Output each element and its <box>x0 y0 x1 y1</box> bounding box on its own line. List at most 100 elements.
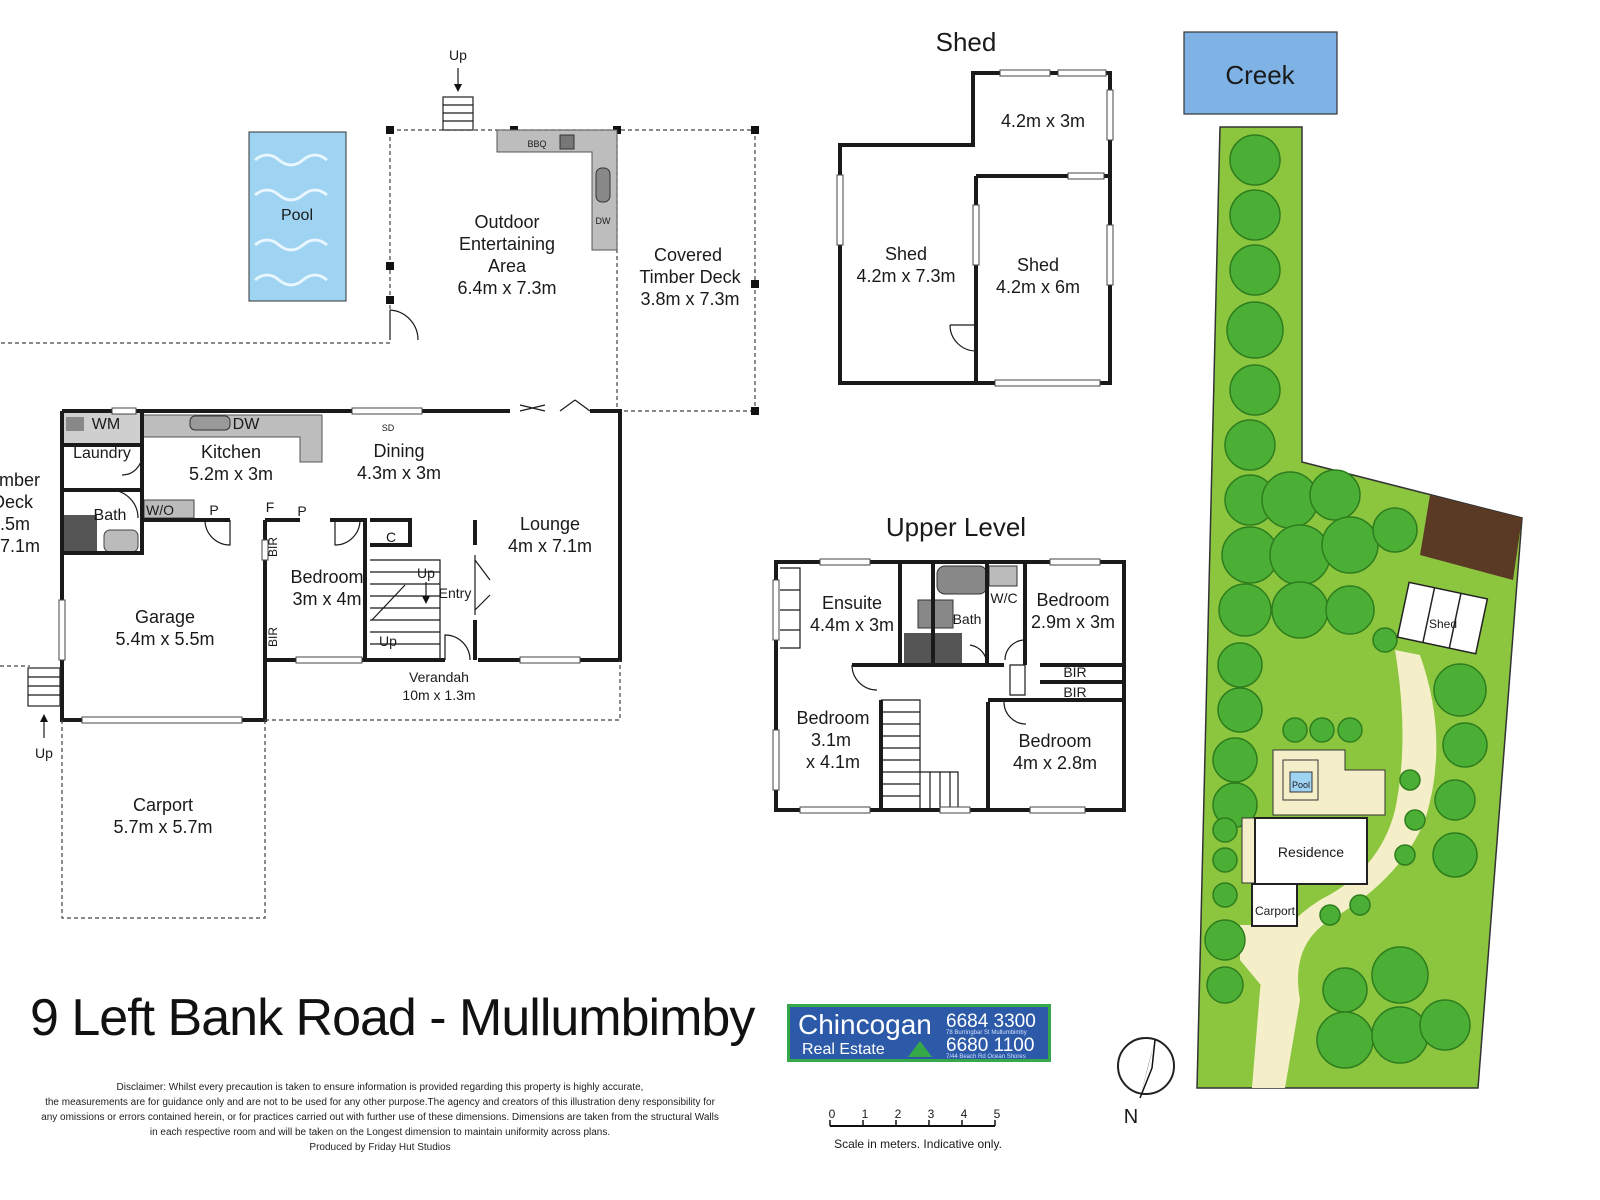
scale-caption: Scale in meters. Indicative only. <box>834 1137 1002 1151</box>
bir-label-1: BIR <box>266 537 280 557</box>
timber-deck-label-3: .5m <box>0 514 30 534</box>
agency-address-1: 78 Burringbar St Mullumbimby <box>946 1030 1027 1036</box>
site-residence <box>1254 817 1368 885</box>
garage-label: Garage <box>135 607 195 627</box>
lounge-dim: 4m x 7.1m <box>508 536 592 556</box>
pantry-label-1: P <box>209 502 218 518</box>
outdoor-area: Pool Up BBQ DW Outdoor Entertaining Area… <box>0 47 759 415</box>
disclaimer: Disclaimer: Whilst every precaution is t… <box>20 1080 740 1155</box>
up-label-left: Up <box>35 745 53 761</box>
shed-plan: Shed 4.2m x 3m Shed 4.2m x 7.3m Shed 4.2… <box>836 27 1114 387</box>
agency-address-2: 7/44 Beach Rd Ocean Shores <box>946 1054 1026 1060</box>
upper-bed2-dim-1: 3.1m <box>811 730 851 750</box>
upper-bed2-dim-2: x 4.1m <box>806 752 860 772</box>
carport-label: Carport <box>133 795 193 815</box>
laundry-label: Laundry <box>73 445 131 462</box>
timber-deck-label-2: Deck <box>0 492 34 512</box>
covered-deck-label-2: Timber Deck <box>639 267 741 287</box>
shed-heading: Shed <box>936 27 997 57</box>
lounge-label: Lounge <box>520 514 580 534</box>
upper-bed1-dim: 2.9m x 3m <box>1031 612 1115 632</box>
timber-deck-label-4: 7.1m <box>0 536 40 556</box>
wc-label: W/C <box>990 590 1017 606</box>
shed-room2-dim: 4.2m x 7.3m <box>856 266 955 286</box>
disclaimer-line: the measurements are for guidance only a… <box>45 1097 715 1108</box>
upper-bed3-dim: 4m x 2.8m <box>1013 753 1097 773</box>
shed-room1-dim: 4.2m x 3m <box>1001 111 1085 131</box>
dining-label: Dining <box>373 441 424 461</box>
disclaimer-credit: Produced by Friday Hut Studios <box>309 1142 451 1153</box>
up-label-stair: Up <box>417 565 435 581</box>
entry-label: Entry <box>439 585 472 601</box>
bbq-label: BBQ <box>527 139 546 149</box>
site-carport-label: Carport <box>1255 904 1296 918</box>
upper-bath-label: Bath <box>953 611 982 627</box>
upper-heading: Upper Level <box>886 512 1026 542</box>
agency-name: Chincogan <box>798 1009 932 1040</box>
ground-floor: WM DW Laundry Kitchen 5.2m x 3m SD Dinin… <box>0 399 622 919</box>
scale-bar: 0 1 2 3 4 5 Scale in meters. Indicative … <box>829 1107 1002 1151</box>
bir-label-2: BIR <box>266 627 280 647</box>
creek <box>1183 31 1338 115</box>
covered-deck-dim: 3.8m x 7.3m <box>640 289 739 309</box>
property-title: 9 Left Bank Road - Mullumbimby <box>30 989 755 1047</box>
scale-tick-4: 4 <box>961 1107 968 1121</box>
pool-label: Pool <box>281 207 313 224</box>
agency-logo: Chincogan Real Estate 6684 3300 78 Burri… <box>787 1004 1051 1062</box>
kitchen-dim: 5.2m x 3m <box>189 464 273 484</box>
scale-tick-2: 2 <box>895 1107 902 1121</box>
kitchen-dw-label: DW <box>233 416 261 433</box>
agency-phone-1: 6684 3300 <box>946 1011 1036 1032</box>
ensuite-label: Ensuite <box>822 593 882 613</box>
covered-deck-label-1: Covered <box>654 245 722 265</box>
cupboard-label: C <box>386 529 396 545</box>
scale-tick-5: 5 <box>994 1107 1001 1121</box>
outdoor-label-1: Outdoor <box>474 212 539 232</box>
timber-deck-label-1: mber <box>0 470 40 490</box>
compass-north-label: N <box>1124 1106 1138 1128</box>
scale-tick-1: 1 <box>862 1107 869 1121</box>
fridge-label: F <box>266 499 275 515</box>
scale-tick-0: 0 <box>829 1107 836 1121</box>
agency-sub: Real Estate <box>802 1041 885 1058</box>
sd-label: SD <box>382 423 395 433</box>
upper-bed3-label: Bedroom <box>1018 731 1091 751</box>
agency-phone-2: 6680 1100 <box>946 1035 1035 1056</box>
disclaimer-line: in each respective room and will be take… <box>149 1127 611 1138</box>
wo-label: W/O <box>146 502 174 518</box>
ground-bedroom-label: Bedroom <box>290 567 363 587</box>
dining-dim: 4.3m x 3m <box>357 463 441 483</box>
wm-label: WM <box>92 416 120 433</box>
site-carport <box>1251 883 1298 927</box>
outdoor-dim: 6.4m x 7.3m <box>457 278 556 298</box>
creek-label: Creek <box>1225 60 1295 90</box>
mountain-icon <box>908 1041 932 1057</box>
compass: N <box>1117 1037 1175 1128</box>
up-label-top: Up <box>449 47 467 63</box>
carport-dim: 5.7m x 5.7m <box>113 817 212 837</box>
verandah-label: Verandah <box>409 669 469 685</box>
disclaimer-line: Disclaimer: Whilst every precaution is t… <box>116 1082 644 1093</box>
outdoor-label-3: Area <box>488 256 527 276</box>
site-residence-label: Residence <box>1278 844 1344 860</box>
scale-tick-3: 3 <box>928 1107 935 1121</box>
verandah-dim: 10m x 1.3m <box>402 687 475 703</box>
disclaimer-line: any omissions or errors contained herein… <box>41 1112 719 1123</box>
upper-level-plan: Upper Level Ensuite 4.4m x 3m Bath W/C B… <box>772 512 1126 814</box>
outdoor-dw-label: DW <box>596 216 611 226</box>
site-plan: Creek <box>1183 31 1523 1089</box>
garage-dim: 5.4m x 5.5m <box>115 629 214 649</box>
ground-bath-label: Bath <box>94 507 127 524</box>
upper-bir-label-2: BIR <box>1063 684 1086 700</box>
upper-bir-label-1: BIR <box>1063 664 1086 680</box>
site-shed-label: Shed <box>1429 617 1457 631</box>
pantry-label-2: P <box>297 503 306 519</box>
upper-bed1-label: Bedroom <box>1036 590 1109 610</box>
shed-room2-label: Shed <box>885 244 927 264</box>
site-pool-label: Pool <box>1292 780 1310 790</box>
ground-bedroom-dim: 3m x 4m <box>292 589 361 609</box>
upper-bed2-label: Bedroom <box>796 708 869 728</box>
pool <box>248 131 347 302</box>
ensuite-dim: 4.4m x 3m <box>810 615 894 635</box>
